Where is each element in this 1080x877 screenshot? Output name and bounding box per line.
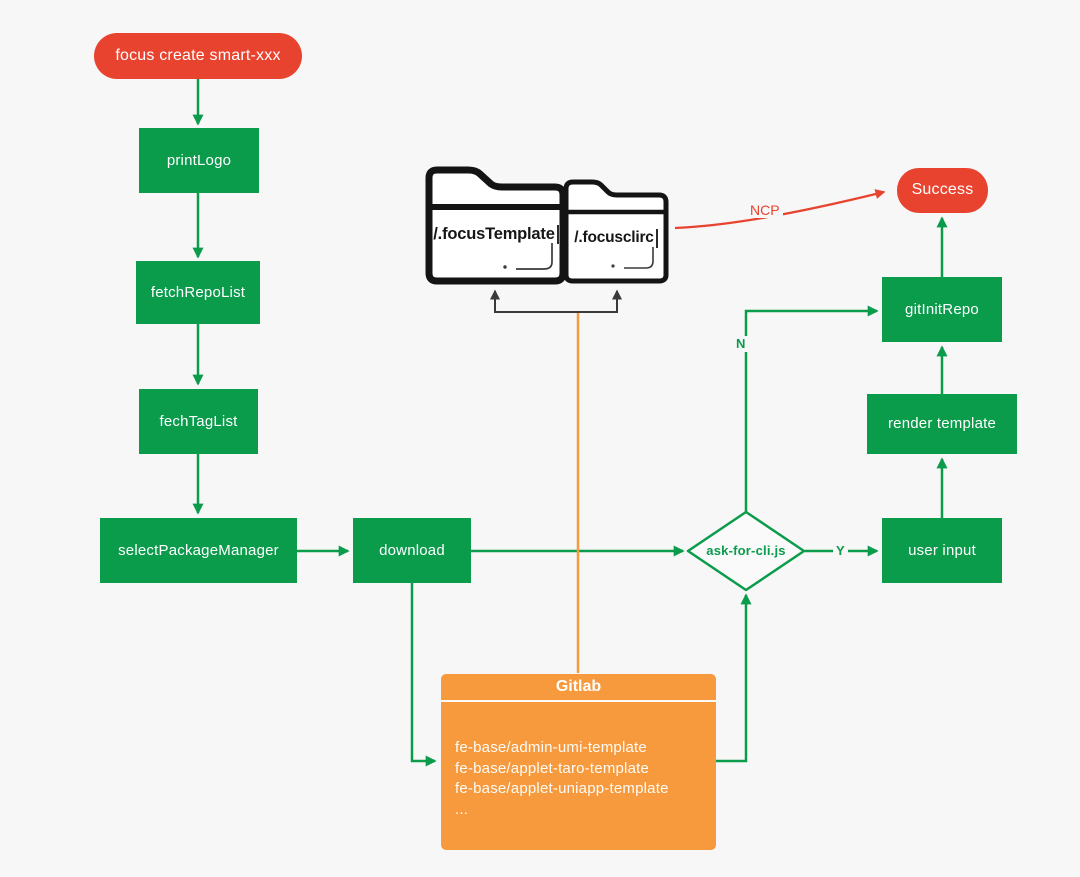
edge-label-ncp: NCP (747, 202, 783, 218)
node-success-label: Success (911, 181, 974, 199)
node-success: Success (897, 168, 988, 213)
node-fetchrepolist: fetchRepoList (136, 261, 260, 324)
node-selectpackagemanager-label: selectPackageManager (118, 541, 279, 559)
node-gitinitrepo: gitInitRepo (882, 277, 1002, 342)
gitlab-repo-item: ... (455, 800, 469, 818)
node-userinput: user input (882, 518, 1002, 583)
folder-focusclirc-text: /.focusclirc (574, 229, 654, 246)
node-printlogo: printLogo (139, 128, 259, 193)
folder-focustemplate-text: /.focusTemplate (433, 224, 555, 243)
edge-label-yes: Y (833, 543, 848, 559)
gitlab-repo-item: fe-base/admin-umi-template (455, 739, 647, 756)
edge-gitlab-askforcli (716, 593, 752, 763)
node-download: download (353, 518, 471, 583)
node-fechtaglist-label: fechTagList (159, 412, 238, 430)
node-userinput-label: user input (908, 541, 976, 559)
node-rendertemplate: render template (867, 394, 1017, 454)
gitlab-repo-item: fe-base/applet-taro-template (455, 759, 650, 777)
node-fetchrepolist-label: fetchRepoList (150, 283, 246, 301)
node-rendertemplate-label: render template (887, 415, 997, 433)
edge-askforcli-gitinitrepo-no (744, 305, 879, 512)
decision-diamond (686, 510, 806, 592)
text-cursor-icon (655, 228, 658, 248)
gitlab-title: Gitlab (441, 674, 716, 702)
folder-focustemplate-label: /.focusTemplate (431, 221, 561, 247)
gitlab-repo-list: fe-base/admin-umi-template fe-base/apple… (441, 702, 716, 820)
node-printlogo-label: printLogo (166, 151, 232, 169)
node-start: focus create smart-xxx (94, 33, 302, 79)
node-fechtaglist: fechTagList (139, 389, 258, 454)
folder-focustemplate-icon (425, 166, 567, 285)
node-start-label: focus create smart-xxx (115, 46, 281, 64)
node-gitinitrepo-label: gitInitRepo (905, 300, 979, 318)
edge-download-gitlab (410, 583, 437, 767)
gitlab-box: Gitlab fe-base/admin-umi-template fe-bas… (441, 674, 716, 850)
folder-focusclirc-label: /.focusclirc (568, 225, 664, 251)
gitlab-repo-item: fe-base/applet-uniapp-template (455, 780, 669, 797)
node-selectpackagemanager: selectPackageManager (100, 518, 297, 583)
text-cursor-icon (556, 224, 559, 244)
folder-focusclirc-icon (563, 179, 669, 284)
edge-label-no: N (733, 336, 749, 352)
node-download-label: download (379, 541, 445, 559)
decision-label: ask-for-cli.js (706, 543, 786, 558)
